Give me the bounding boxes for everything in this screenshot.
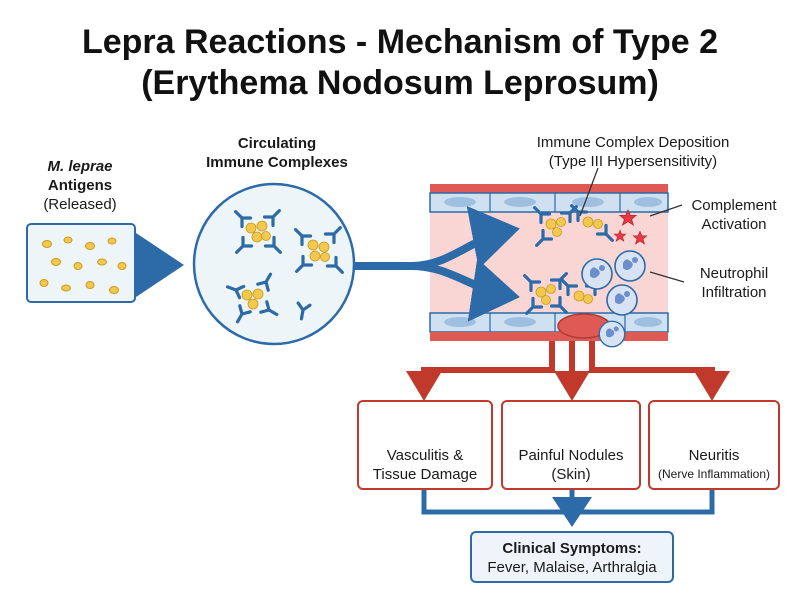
deposited-complexes <box>518 199 619 320</box>
nodules-line-2: (Skin) <box>551 466 591 483</box>
complement-line-2: Activation <box>701 216 767 233</box>
deposition-line-1: Immune Complex Deposition <box>536 134 730 151</box>
neutrophil-line-1: Neutrophil <box>699 265 769 282</box>
nodules-box: Painful Nodules (Skin) <box>501 400 641 490</box>
title-line-2: (Erythema Nodosum Leprosum) <box>141 64 659 102</box>
complex-label-line-2: Immune Complexes <box>206 154 348 171</box>
immune-complex-label: Circulating Immune Complexes <box>193 134 361 172</box>
neuritis-line-2: (Nerve Inflammation) <box>657 467 771 481</box>
arrow-complexes-to-vessel <box>355 206 520 322</box>
neuritis-line-1: Neuritis <box>688 447 740 464</box>
vasculitis-text: Vasculitis & Tissue Damage <box>359 446 491 484</box>
complex-label-line-1: Circulating <box>237 135 317 152</box>
deposition-line-2: (Type III Hypersensitivity) <box>548 153 718 170</box>
symptoms-detail: Fever, Malaise, Arthralgia <box>487 559 657 576</box>
neuritis-box: Neuritis (Nerve Inflammation) <box>648 400 780 490</box>
complement-stars <box>613 208 648 245</box>
vasculitis-line-2: Tissue Damage <box>372 466 478 483</box>
arrows-vessel-to-outcomes <box>406 341 730 401</box>
neuritis-text: Neuritis (Nerve Inflammation) <box>650 446 778 484</box>
antigen-box <box>26 223 136 303</box>
antigen-status: (Released) <box>43 196 117 213</box>
diagram-title: Lepra Reactions - Mechanism of Type 2 (E… <box>0 22 800 104</box>
symptoms-heading: Clinical Symptoms: <box>502 540 642 557</box>
nodules-line-1: Painful Nodules <box>518 447 624 464</box>
complement-label: Complement Activation <box>682 196 786 234</box>
antigen-word: Antigens <box>47 177 113 194</box>
complement-line-1: Complement <box>691 197 777 214</box>
antigen-label: M. leprae Antigens (Released) <box>28 157 132 214</box>
immune-complex-circle <box>192 182 356 346</box>
leader-lines <box>579 167 685 283</box>
title-line-1: Lepra Reactions - Mechanism of Type 2 <box>81 23 719 61</box>
vasculitis-line-1: Vasculitis & <box>386 447 464 464</box>
antigen-name: M. leprae <box>47 158 113 175</box>
neutrophil-label: Neutrophil Infiltration <box>684 264 784 302</box>
vasculitis-box: Vasculitis & Tissue Damage <box>357 400 493 490</box>
clinical-symptoms-box: Clinical Symptoms: Fever, Malaise, Arthr… <box>470 531 674 583</box>
arrows-outcomes-to-symptoms <box>421 490 715 527</box>
deposition-label: Immune Complex Deposition (Type III Hype… <box>518 133 748 171</box>
nodules-text: Painful Nodules (Skin) <box>503 446 639 484</box>
neutrophil-line-2: Infiltration <box>701 284 767 301</box>
